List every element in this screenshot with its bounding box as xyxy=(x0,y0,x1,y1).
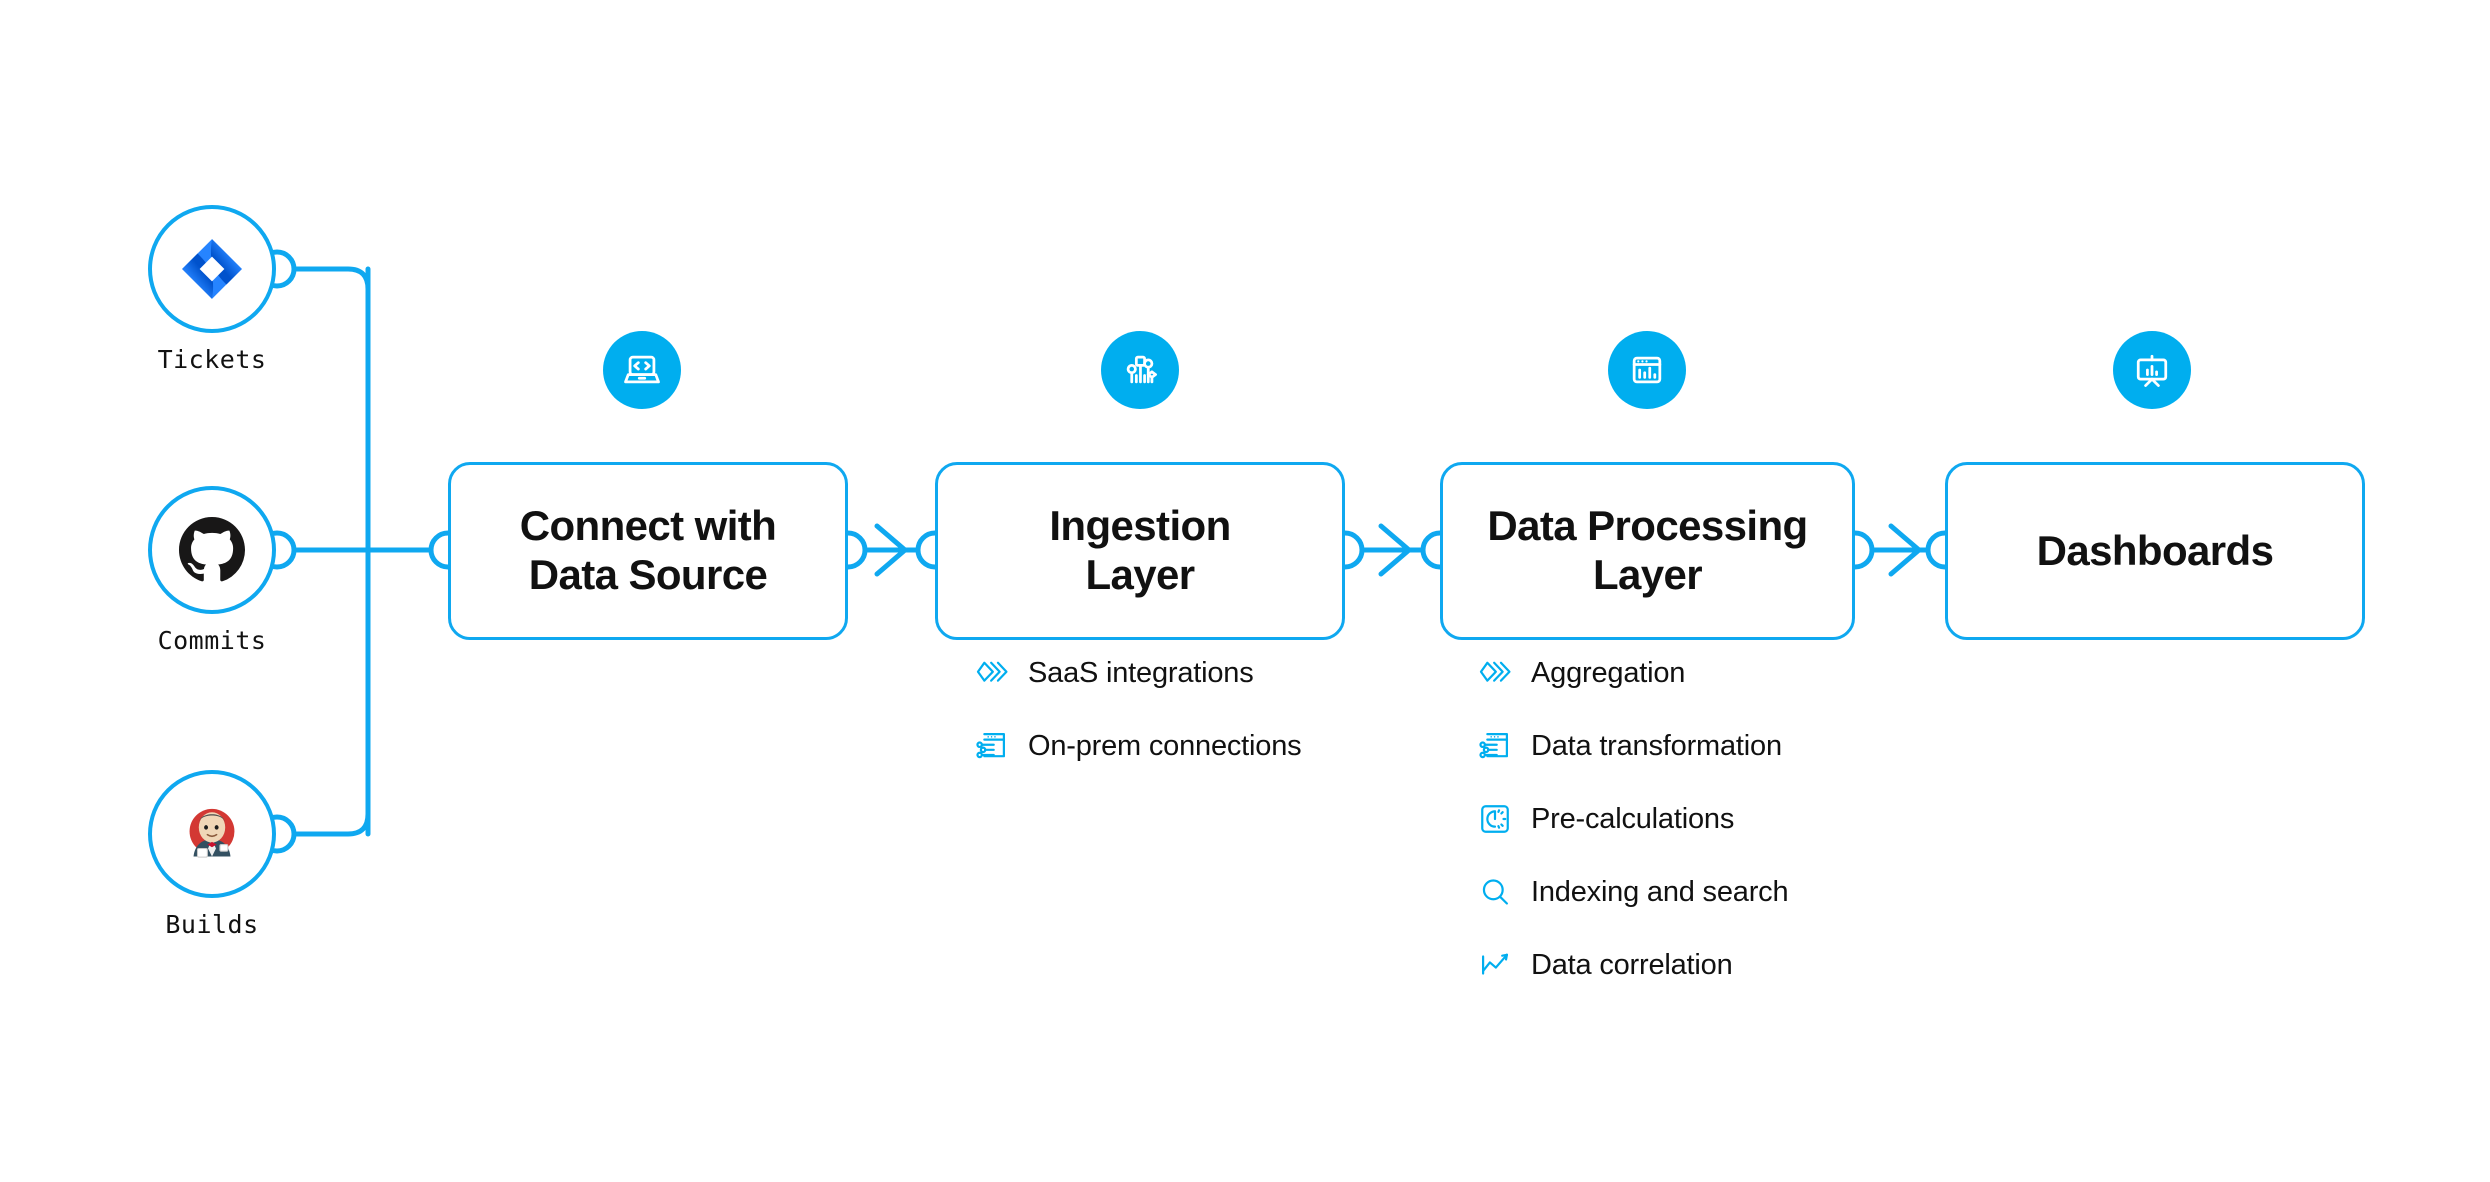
edge-builds-to-bus xyxy=(292,566,371,837)
source-circle-tickets xyxy=(148,205,276,333)
magnifier-icon xyxy=(1478,875,1512,909)
stage-title-processing-line1: Data Processing xyxy=(1487,502,1808,550)
feature-row-saas-integrations[interactable]: SaaS integrations xyxy=(975,650,1301,696)
gauge-square-icon xyxy=(1478,802,1512,836)
ingestion-feature-list: SaaS integrations On-prem connections xyxy=(975,650,1302,796)
stage-title-processing: Data Processing Layer xyxy=(1473,502,1821,599)
arrow-head-2 xyxy=(1378,523,1412,577)
stage-title-dashboards: Dashboards xyxy=(2036,526,2274,574)
stage-icon-dashboards xyxy=(2113,331,2191,409)
stage-box-dashboards[interactable]: Dashboards xyxy=(1945,462,2365,640)
jenkins-icon xyxy=(189,808,235,858)
line-chart-icon xyxy=(1478,948,1512,982)
jira-icon xyxy=(182,239,242,299)
github-icon xyxy=(179,517,245,582)
processing-feature-list: Aggregation Data transformation xyxy=(1478,650,1789,1015)
arrow-head-1 xyxy=(874,523,908,577)
stage-box-connect[interactable]: Connect with Data Source xyxy=(448,462,848,640)
circuit-nodes-icon xyxy=(1126,355,1157,384)
feature-label-data-correlation: Data correlation xyxy=(1531,948,1733,981)
feature-row-aggregation[interactable]: Aggregation xyxy=(1478,650,1788,696)
source-label-tickets: Tickets xyxy=(157,345,267,374)
feature-row-on-prem-connections[interactable]: On-prem connections xyxy=(975,723,1302,769)
feature-row-data-transformation[interactable]: Data transformation xyxy=(1478,723,1788,769)
feature-label-saas-integrations: SaaS integrations xyxy=(1028,656,1254,689)
presentation-chart-icon xyxy=(2136,354,2168,387)
feature-row-data-correlation[interactable]: Data correlation xyxy=(1478,942,1788,988)
source-label-commits: Commits xyxy=(157,626,267,655)
stage-title-ingestion: Ingestion Layer xyxy=(1035,502,1244,599)
source-circle-commits xyxy=(148,486,276,614)
arrow-head-3 xyxy=(1888,523,1922,577)
feature-label-data-transformation: Data transformation xyxy=(1531,729,1782,762)
stage-title-connect-line1: Connect with xyxy=(519,502,777,550)
feature-label-pre-calculations: Pre-calculations xyxy=(1531,802,1735,835)
laptop-code-icon xyxy=(624,355,660,384)
stage-box-ingestion[interactable]: Ingestion Layer xyxy=(935,462,1345,640)
server-sliders-icon xyxy=(975,729,1009,763)
stage-title-ingestion-line1: Ingestion xyxy=(1049,502,1231,550)
feature-row-pre-calculations[interactable]: Pre-calculations xyxy=(1478,796,1788,842)
feature-row-indexing-and-search[interactable]: Indexing and search xyxy=(1478,869,1789,915)
chevrons-stack-icon xyxy=(975,656,1009,690)
chevrons-stack-icon xyxy=(1478,656,1512,690)
feature-label-aggregation: Aggregation xyxy=(1531,656,1686,689)
edge-tickets-to-bus xyxy=(292,266,371,532)
stage-icon-processing xyxy=(1608,331,1686,409)
feature-label-on-prem-connections: On-prem connections xyxy=(1028,729,1302,762)
server-sliders-icon xyxy=(1478,729,1512,763)
feature-label-indexing-and-search: Indexing and search xyxy=(1531,875,1789,908)
stage-icon-ingestion xyxy=(1101,331,1179,409)
stage-title-connect: Connect with Data Source xyxy=(506,502,790,599)
browser-chart-icon xyxy=(1632,356,1662,384)
source-label-builds: Builds xyxy=(165,910,259,939)
stage-title-processing-line2: Layer xyxy=(1592,551,1703,598)
stage-title-ingestion-line2: Layer xyxy=(1085,551,1195,598)
source-circle-builds xyxy=(148,770,276,898)
stage-icon-connect xyxy=(603,331,681,409)
stage-box-processing[interactable]: Data Processing Layer xyxy=(1440,462,1855,640)
stage-title-connect-line2: Data Source xyxy=(528,551,768,598)
